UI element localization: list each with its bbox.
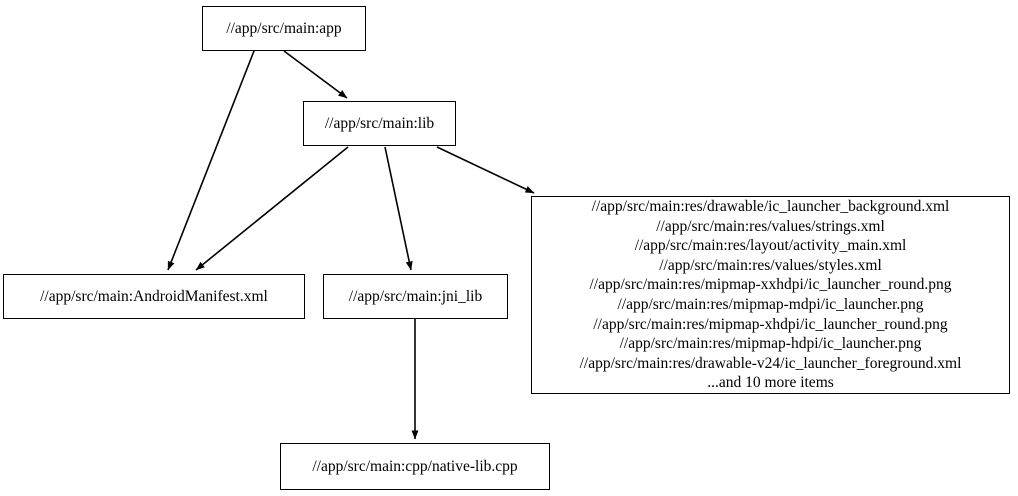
resource-line: //app/src/main:res/mipmap-mdpi/ic_launch… — [617, 296, 924, 313]
edge-app-to-lib — [283, 50, 348, 99]
resource-line: //app/src/main:res/mipmap-xhdpi/ic_launc… — [593, 315, 948, 333]
node-resources-label: //app/src/main:res/drawable/ic_launcher_… — [574, 197, 968, 393]
node-jni-lib-label: //app/src/main:jni_lib — [348, 287, 483, 305]
resource-line: //app/src/main:res/drawable/ic_launcher_… — [591, 198, 950, 216]
edge-lib-to-resources — [436, 146, 535, 194]
resource-line: //app/src/main:res/layout/activity_main.… — [634, 237, 907, 255]
resource-line: //app/src/main:res/drawable-v24/ic_launc… — [579, 354, 962, 372]
node-jni-lib-target[interactable]: //app/src/main:jni_lib — [323, 274, 508, 319]
edge-app-to-manifest — [167, 50, 255, 271]
node-native-lib-cpp-target[interactable]: //app/src/main:cpp/native-lib.cpp — [280, 443, 550, 490]
edge-lib-to-manifest — [195, 146, 349, 271]
resource-line: ...and 10 more items — [707, 374, 834, 392]
node-lib-label: //app/src/main:lib — [324, 114, 435, 132]
node-resources-group[interactable]: //app/src/main:res/drawable/ic_launcher_… — [531, 196, 1010, 394]
node-androidmanifest-label: //app/src/main:AndroidManifest.xml — [40, 287, 268, 305]
node-app-target[interactable]: //app/src/main:app — [202, 6, 366, 51]
edge-lib-to-jni-lib — [384, 146, 413, 271]
resource-line: //app/src/main:res/mipmap-xxhdpi/ic_laun… — [589, 276, 952, 294]
resource-line: //app/src/main:res/mipmap-hdpi/ic_launch… — [619, 335, 922, 353]
node-native-lib-cpp-label: //app/src/main:cpp/native-lib.cpp — [312, 457, 518, 475]
resource-line: //app/src/main:res/values/strings.xml — [656, 217, 885, 235]
node-app-label: //app/src/main:app — [226, 19, 342, 37]
node-androidmanifest-target[interactable]: //app/src/main:AndroidManifest.xml — [3, 274, 305, 319]
resource-line: //app/src/main:res/values/styles.xml — [659, 256, 882, 274]
node-lib-target[interactable]: //app/src/main:lib — [303, 101, 456, 146]
